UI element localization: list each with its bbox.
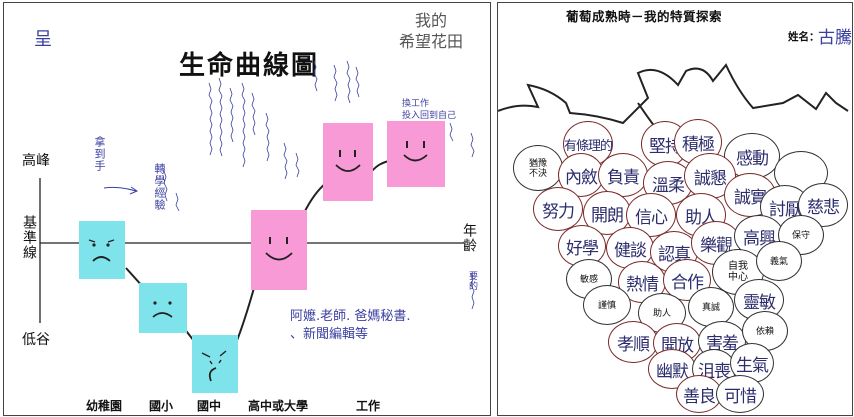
face-note-elementary: [139, 283, 187, 333]
stage-label-work: 工作: [356, 399, 381, 413]
happy-face-icon: [403, 141, 428, 162]
face-note-work-1: [323, 123, 373, 201]
happy-face-icon: [335, 150, 361, 172]
grape-title: 葡萄成熟時－我的特質探索: [566, 10, 723, 24]
face-note-highschool: [251, 210, 307, 290]
name-label: 姓名：: [788, 31, 820, 43]
handwriting-scribbles: [163, 60, 475, 310]
grape-trait: 誠懇: [684, 153, 736, 199]
y-label-baseline: 基準線: [21, 215, 37, 260]
grape-trait: 義氣: [756, 241, 802, 281]
face-note-work-2: [387, 121, 445, 187]
happy-face-icon: [265, 237, 293, 261]
grape-trait: 猶豫 不決: [513, 145, 563, 191]
grape-trait: 負責: [598, 153, 648, 197]
grape-trait: 善良: [676, 375, 722, 413]
face-note-junior-high: [192, 335, 238, 393]
grape-trait: 真誠: [688, 287, 734, 327]
corner-note: 我的 希望花田: [399, 11, 464, 51]
y-label-peak: 高峰: [22, 153, 50, 169]
stage-label-junior-high: 國中: [197, 399, 222, 413]
grape-trait: 合作: [663, 259, 711, 301]
life-curve-panel: 呈 生命曲線圖 我的 希望花田 高峰 基準線 低谷 年齡 幼稚園 國小 國中 高…: [3, 2, 491, 416]
very-sad-face-icon: [201, 350, 227, 382]
life-curve-title: 生命曲線圖: [179, 51, 320, 81]
sad-face-icon: [152, 301, 173, 318]
handwritten-note-work: 換工作 投入回到自己: [402, 99, 457, 121]
side-mark: 呈: [34, 29, 52, 50]
y-label-valley: 低谷: [22, 332, 50, 348]
handwritten-note-peak: 拿到手: [93, 136, 106, 172]
stage-label-elementary: 國小: [149, 399, 174, 413]
stage-label-highschool-college: 高中或大學: [248, 399, 309, 413]
grape-panel: 葡萄成熟時－我的特質探索 姓名： 古騰 有條理的 堅持 積極 感動 猶豫 不決 …: [497, 2, 853, 416]
face-note-kindergarten: [79, 221, 125, 279]
handwritten-note-kindergarten: 轉學經驗: [153, 163, 166, 211]
grape-trait: 保守: [778, 215, 824, 255]
sad-face-icon: [88, 239, 115, 262]
x-axis-label: 年齡: [461, 223, 477, 253]
stage-label-kindergarten: 幼稚園: [86, 399, 123, 413]
handwritten-note-careers: 阿嬤.老師. 爸媽秘書. 、新聞編輯等: [290, 309, 411, 342]
grape-trait: 可惜: [716, 375, 764, 413]
name-value: 古騰: [818, 28, 852, 48]
grape-trait: 謹慎: [583, 285, 631, 325]
grape-trait: 依賴: [742, 311, 788, 351]
grape-trait: 孝順: [608, 321, 658, 363]
grape-trait: 努力: [533, 187, 583, 231]
